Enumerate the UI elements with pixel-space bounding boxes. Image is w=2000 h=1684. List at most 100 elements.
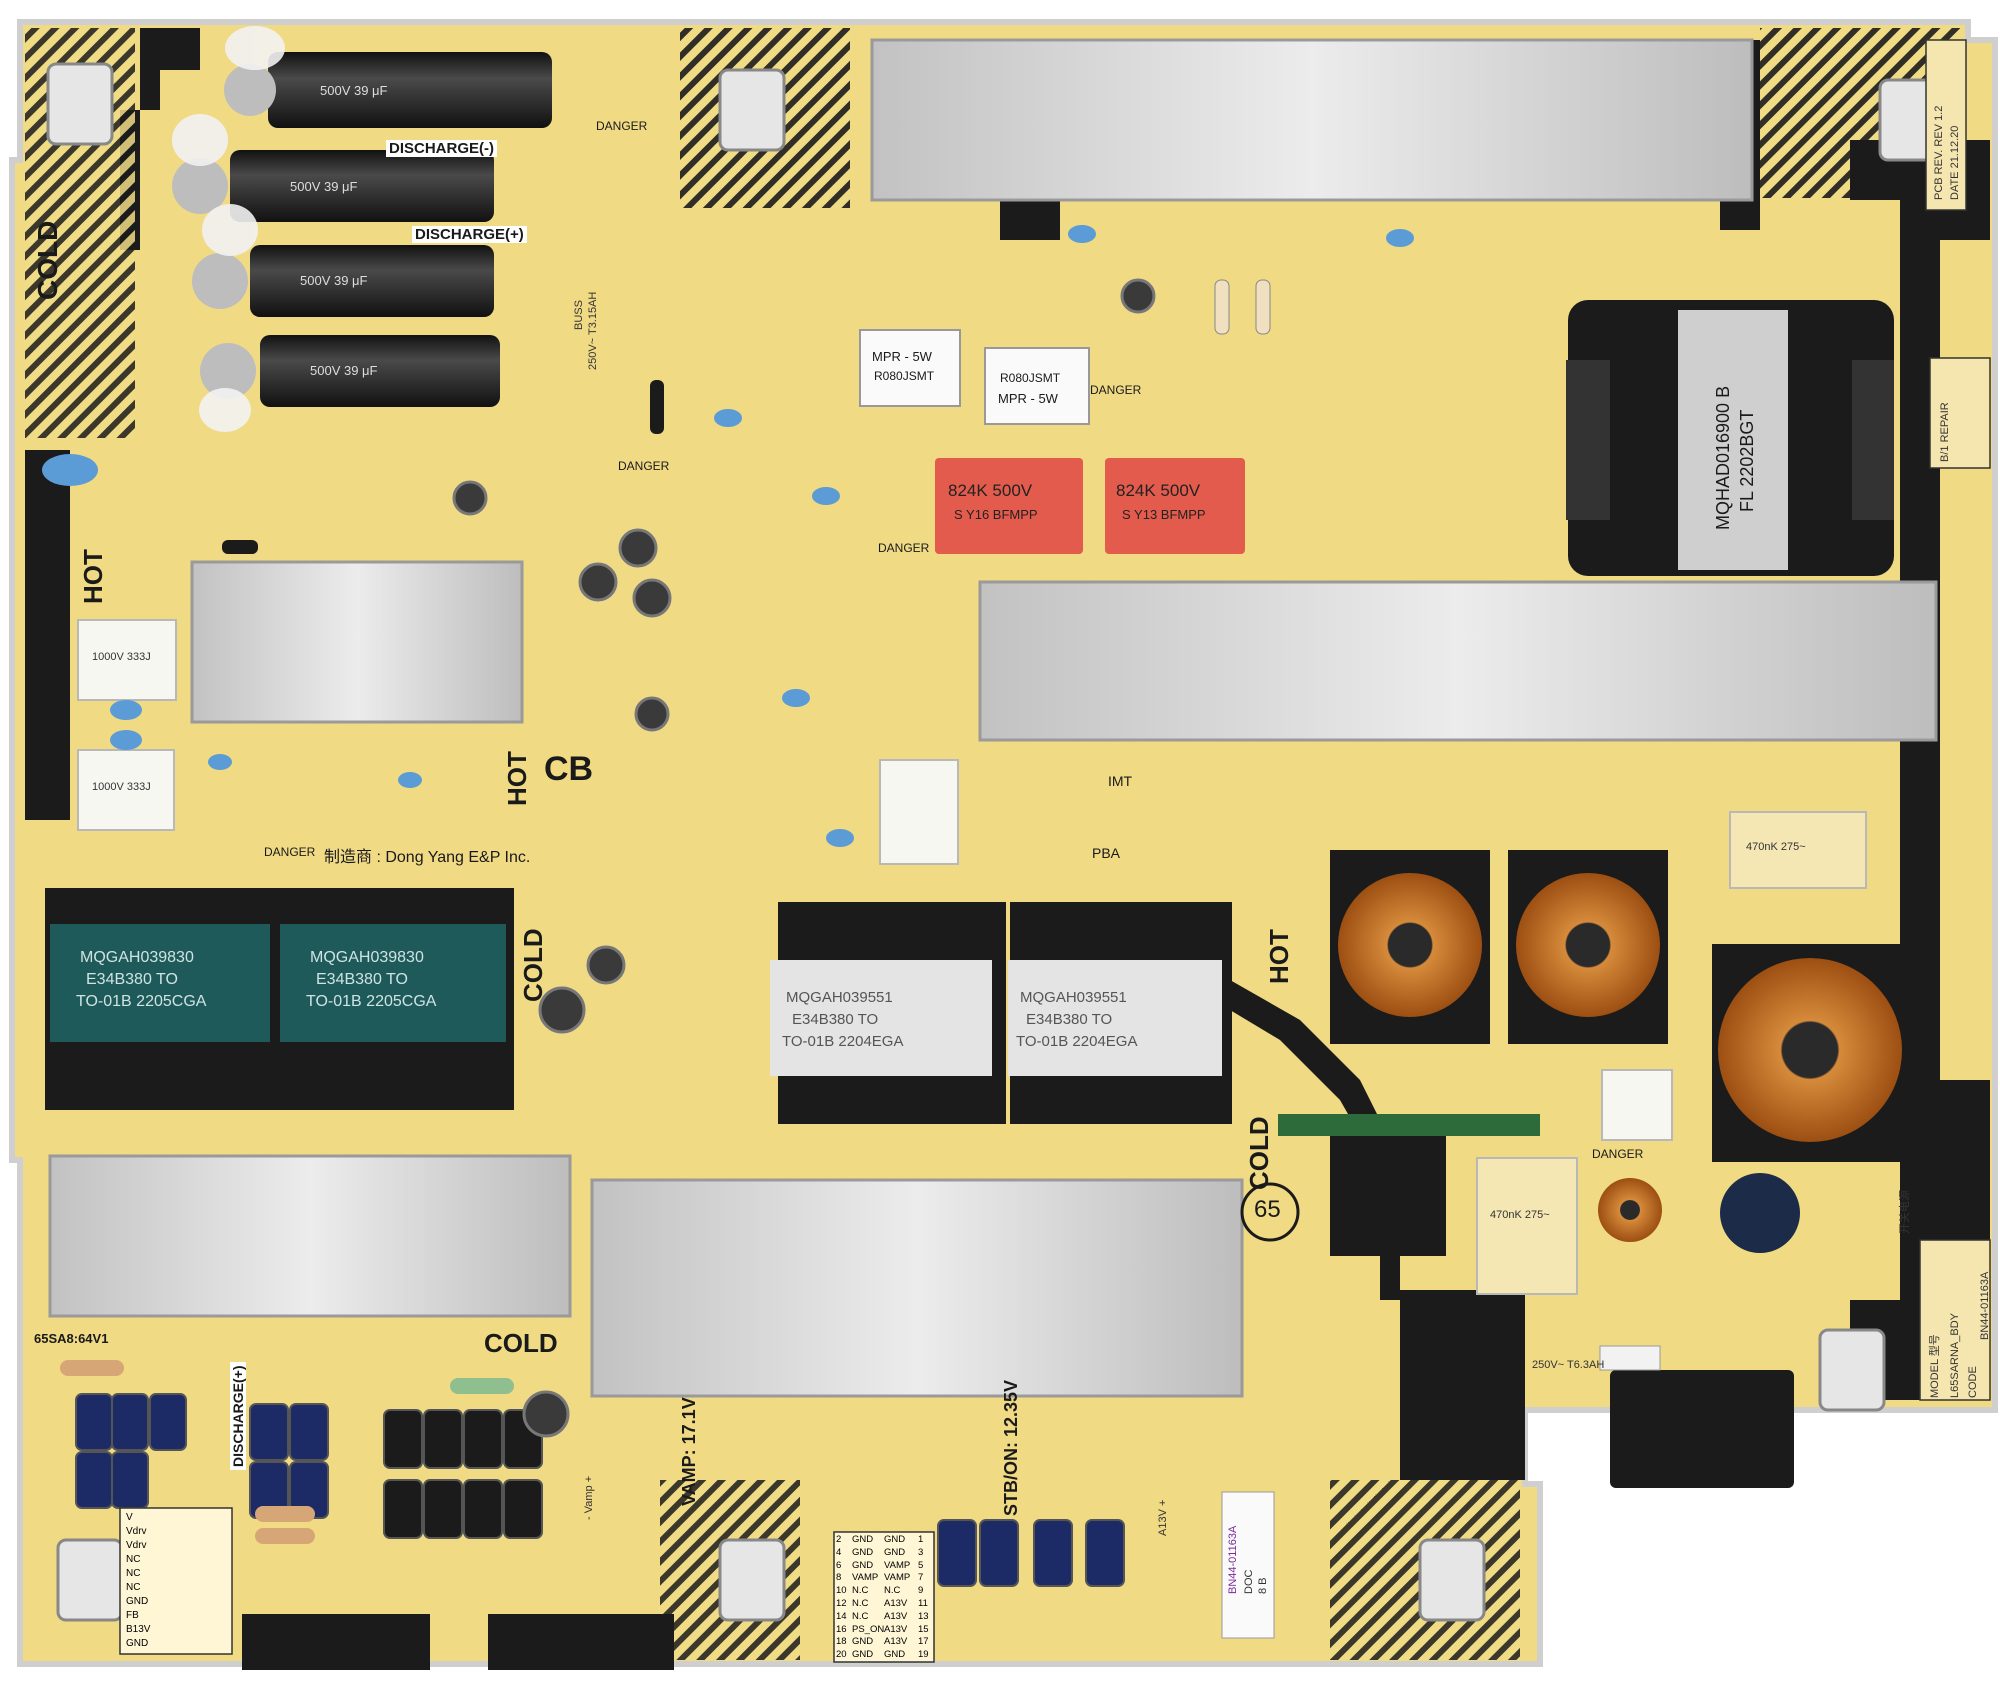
zone-label-cold-right: COLD — [1244, 1116, 1274, 1190]
pba-label: PBA — [1092, 845, 1121, 861]
bulk-capacitors — [172, 26, 552, 432]
list-item: FB — [126, 1610, 139, 1621]
fuse-label: 250V~ T3.15AH — [587, 291, 599, 370]
power-parts — [1278, 1114, 1800, 1488]
heatsink-bottom-left — [48, 1154, 572, 1318]
mpr-resistors — [859, 329, 1090, 425]
stb-voltage-label: STB/ON: 12.35V — [1001, 1379, 1021, 1516]
transformer-2-sub: E34B380 TO — [316, 971, 408, 988]
code-label: CODE — [1967, 1366, 1979, 1398]
danger-label-2: DANGER — [618, 459, 670, 473]
list-item: B13V — [126, 1624, 151, 1635]
list-item: NC — [126, 1554, 141, 1565]
danger-label-4: DANGER — [1090, 383, 1142, 397]
danger-label-5: DANGER — [264, 845, 316, 859]
cb-mark: CB — [544, 750, 594, 788]
bottom-connectors — [242, 1614, 674, 1670]
discharge-bottom-label: DISCHARGE(+) — [230, 1362, 246, 1470]
xcap-label-2: 1000V 333J — [92, 781, 151, 793]
black-trace-left — [25, 450, 70, 820]
discharge-plus-label: DISCHARGE(+) — [412, 226, 527, 243]
black-trace-bottom-right — [1400, 1290, 1525, 1480]
heatsink-left-upper — [190, 560, 524, 724]
heatsink-bottom-center — [590, 1178, 1244, 1398]
bulk-cap-label-3: 500V 39 μF — [300, 273, 368, 288]
repair-box — [1929, 357, 1991, 469]
zone-label-cold-top-left: COLD — [32, 220, 63, 300]
vamp-voltage-label: VAMP: 17.1V — [679, 1397, 699, 1506]
x-caps — [77, 619, 1867, 1295]
mpr-sub-2: R080JSMT — [1000, 371, 1061, 385]
imt-label: IMT — [1108, 773, 1133, 789]
discharge-minus-label: DISCHARGE(-) — [386, 140, 497, 157]
heatsink-middle-long — [978, 580, 1938, 742]
manufacturer-label: 制造商 : Dong Yang E&P Inc. — [324, 849, 531, 866]
bulk-cap-label-1: 500V 39 μF — [320, 83, 388, 98]
left-pin-table-rows: V Vdrv Vdrv NC NC NC GND FB B13V GND — [126, 1512, 226, 1652]
film-capacitors — [935, 458, 1245, 554]
pcb-rev-1: PCB REV. REV 1.2 — [1933, 105, 1945, 200]
zone-label-hot-center: HOT — [502, 751, 532, 806]
transformer-1-sub: E34B380 TO — [86, 971, 178, 988]
model-value: L65SARNA_BDY — [1949, 1313, 1961, 1398]
fuse2-label: 250V~ T6.3AH — [1532, 1359, 1605, 1371]
cold-hot-barrier — [120, 28, 200, 250]
mpr-label-2: MPR - 5W — [998, 391, 1058, 406]
common-mode-inductor — [1566, 300, 1894, 576]
mpr-label-1: MPR - 5W — [872, 349, 932, 364]
list-item: NC — [126, 1582, 141, 1593]
mpr-sub-1: R080JSMT — [874, 369, 935, 383]
model-box — [1919, 1239, 1991, 1401]
bulk-cap-label-4: 500V 39 μF — [310, 363, 378, 378]
transformer-2-label: MQGAH039830 — [310, 949, 424, 966]
transformers — [45, 888, 1232, 1124]
repair-label: B/1 REPAIR — [1939, 402, 1951, 462]
transformer-1-sub2: TO-01B 2205CGA — [76, 993, 207, 1010]
code-value: BN44-01163A — [1979, 1271, 1991, 1340]
zone-label-hot-right: HOT — [1264, 929, 1294, 984]
transformer-1-label: MQGAH039830 — [80, 949, 194, 966]
pcb-rev-2: DATE 21.12.20 — [1949, 125, 1961, 200]
vamp-minus-label: - Vamp + — [583, 1475, 595, 1520]
inductor-sub: FL 2202BGT — [1737, 409, 1757, 512]
left-pin-table — [119, 1507, 233, 1655]
transformer-4-sub: E34B380 TO — [1026, 1011, 1113, 1028]
transformer-2-sub2: TO-01B 2205CGA — [306, 993, 437, 1010]
inductor-label: MQHAD016900 B — [1713, 385, 1733, 530]
a13v-label: A13V + — [1157, 1499, 1169, 1536]
transformer-3-label: MQGAH039551 — [786, 989, 893, 1006]
sticker — [1221, 1491, 1275, 1639]
size-circle — [1240, 1182, 1300, 1242]
list-item: Vdrv — [126, 1540, 147, 1551]
transformer-3-sub: E34B380 TO — [792, 1011, 879, 1028]
danger-label-6: DANGER — [1592, 1147, 1644, 1161]
zone-label-cold-mid: COLD — [518, 928, 548, 1002]
mount-clips — [46, 62, 1946, 1622]
transformer-4-label: MQGAH039551 — [1020, 989, 1127, 1006]
side-model-label: 65SA8:64V1 — [34, 1331, 109, 1346]
list-item: GND — [126, 1596, 149, 1607]
list-item: GND — [126, 1638, 149, 1649]
heatsinks — [48, 38, 1938, 1398]
bulk-cap-label-2: 500V 39 μF — [290, 179, 358, 194]
small-electrolytics — [75, 1393, 1125, 1587]
xcap-label-3: 470nK 275~ — [1746, 841, 1806, 853]
xcap-label-1: 1000V 333J — [92, 651, 151, 663]
zone-label-hot-left: HOT — [78, 549, 108, 604]
model-label: MODEL 型号 — [1929, 1334, 1941, 1398]
film-cap-sub-1: S Y16 BFMPP — [954, 507, 1038, 522]
list-item: Vdrv — [126, 1526, 147, 1537]
chinese-label: 开关电源 — [1899, 1190, 1911, 1234]
list-item: V — [126, 1512, 133, 1523]
round-caps — [452, 278, 1156, 1438]
size-circle-number: 65 — [1254, 1196, 1281, 1223]
